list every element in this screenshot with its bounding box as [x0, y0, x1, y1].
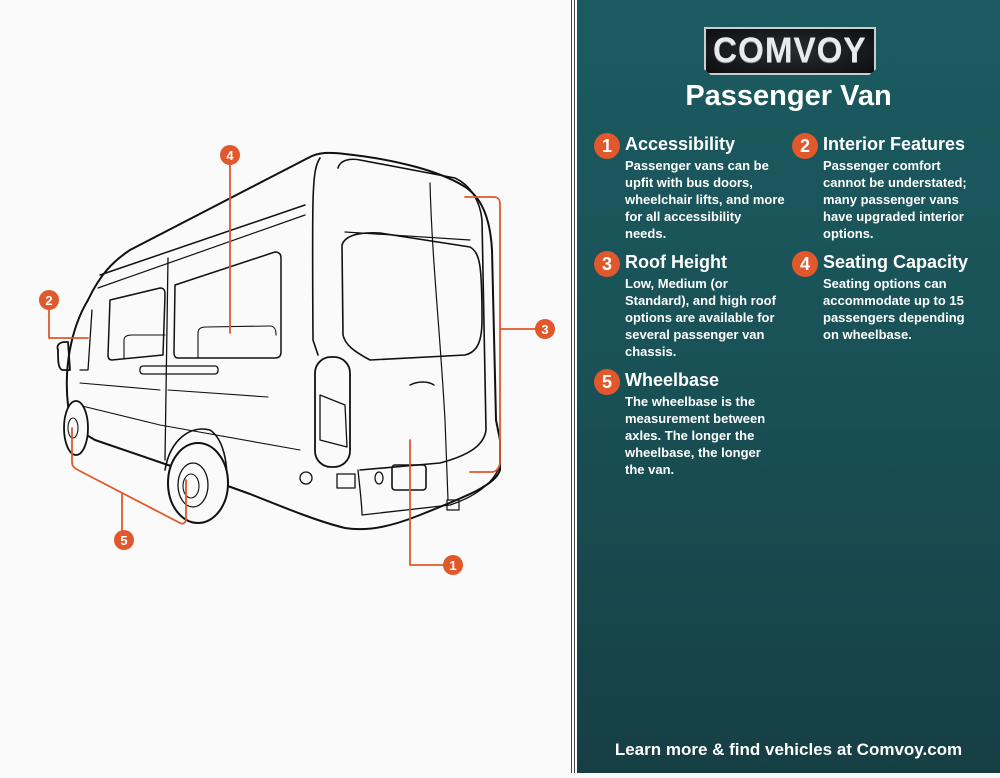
van-body-outline	[65, 151, 501, 531]
side-window-1	[107, 287, 166, 361]
feature-title: Interior Features	[823, 134, 966, 154]
side-window-2	[173, 251, 282, 359]
callout-5-line	[71, 427, 187, 531]
footer-link[interactable]: Learn more & find vehicles at Comvoy.com	[614, 740, 963, 759]
feature-title: Accessibility	[625, 134, 736, 154]
rear-window	[341, 232, 483, 361]
callout-3-bracket	[464, 196, 537, 473]
svg-text:5: 5	[120, 533, 127, 548]
callout-2-line	[48, 309, 89, 339]
van-illustration-panel: 1 2 3 4 5	[39, 145, 555, 575]
feature-title: Roof Height	[625, 252, 727, 272]
side-mirror	[56, 341, 71, 371]
page-title: Passenger Van	[685, 80, 892, 112]
feature-number-badge: 4	[792, 251, 818, 277]
svg-text:3: 3	[541, 322, 548, 337]
svg-text:2: 2	[45, 293, 52, 308]
svg-text:1: 1	[449, 558, 456, 573]
feature-number-badge: 2	[792, 133, 818, 159]
feature-description: The wheelbase is the measurement between…	[625, 394, 766, 477]
license-plate	[391, 464, 427, 491]
callout-1: 1	[443, 555, 463, 575]
feature-title: Wheelbase	[625, 370, 720, 390]
callout-2: 2	[39, 290, 59, 310]
feature-description: Passenger vans can be upfit with bus doo…	[625, 158, 785, 241]
front-wheel	[63, 400, 89, 456]
feature-number-badge: 3	[594, 251, 620, 277]
door-handle	[409, 381, 435, 386]
feature-description: Seating options can accommodate up to 15…	[823, 276, 965, 342]
callout-4: 4	[220, 145, 240, 165]
feature-title: Seating Capacity	[823, 252, 969, 272]
tail-light	[314, 356, 351, 468]
panel-divider	[571, 0, 575, 773]
feature-description: Low, Medium (or Standard), and high roof…	[625, 276, 776, 359]
callout-5: 5	[114, 530, 134, 550]
svg-text:4: 4	[226, 148, 234, 163]
info-panel: COMVOY Passenger Van 1 Accessibility Pas…	[577, 0, 1000, 773]
callout-1-line	[409, 439, 446, 566]
van-illustration: 1 2 3 4 5	[39, 145, 555, 575]
feature-number-badge: 1	[594, 133, 620, 159]
rear-wheel	[167, 442, 229, 524]
rear-door	[337, 158, 487, 471]
feature-description: Passenger comfort cannot be understated;…	[823, 158, 967, 241]
callout-3: 3	[535, 319, 555, 339]
logo-text: COMVOY	[713, 31, 867, 70]
feature-number-badge: 5	[594, 369, 620, 395]
comvoy-logo[interactable]: COMVOY	[704, 27, 876, 75]
